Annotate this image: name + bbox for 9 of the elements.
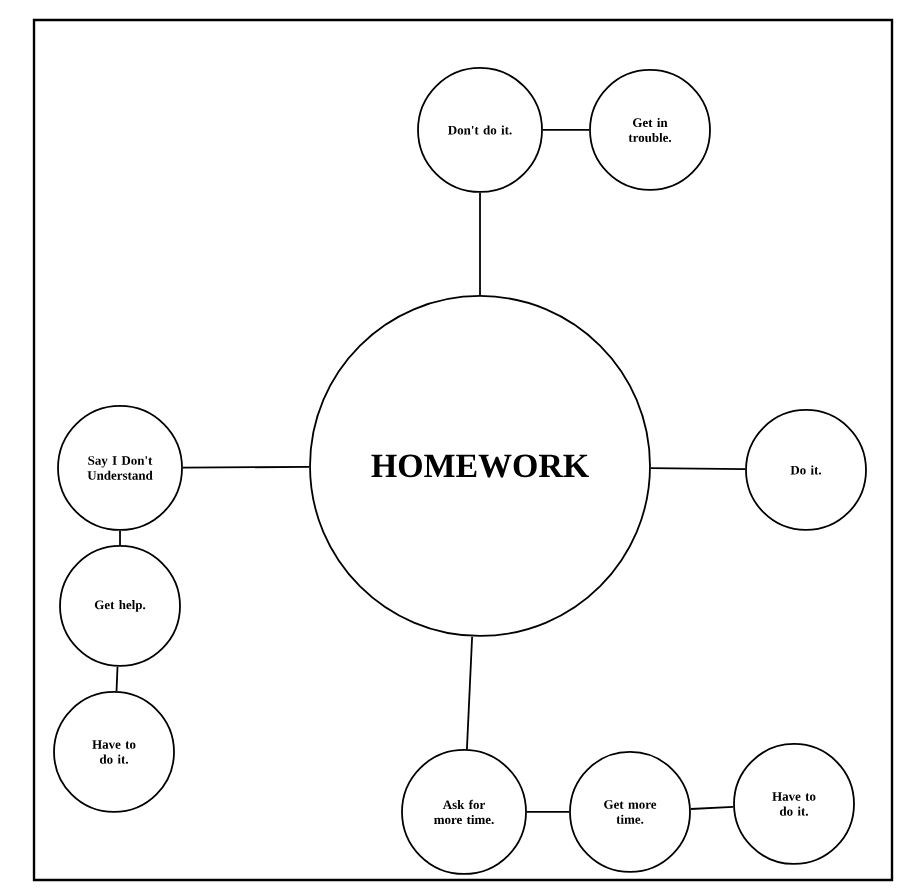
connector-line <box>479 191 481 296</box>
connector-line <box>689 806 735 810</box>
connector-line <box>526 811 570 813</box>
connector-line <box>119 529 121 546</box>
connector-line <box>650 467 746 471</box>
connector-line <box>182 466 310 469</box>
connector-line <box>542 129 590 131</box>
connector-line <box>466 635 473 751</box>
connector-line <box>115 665 119 692</box>
